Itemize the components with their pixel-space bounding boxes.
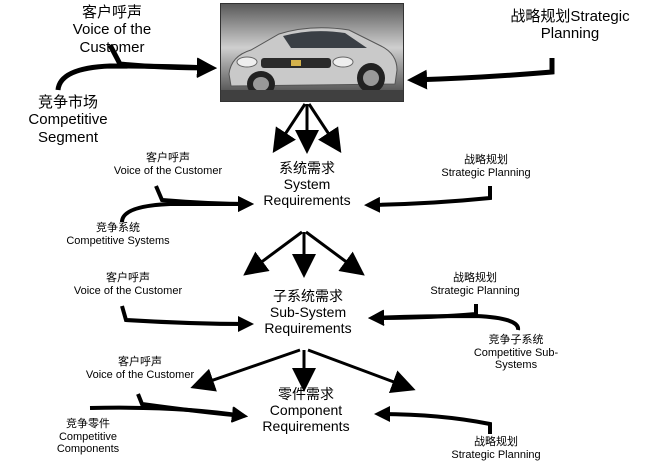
competitive-top-arrow (55, 57, 217, 91)
component-title-en2: Requirements (262, 418, 350, 435)
system-to-subsystem-arrow-right (305, 230, 365, 276)
system-to-subsystem-arrow-left (243, 230, 303, 276)
car-to-system-arrow-left (272, 103, 307, 154)
subsystem-voc-en: Voice of the Customer (73, 284, 183, 297)
car-photo (220, 3, 404, 102)
component-title-zh: 零件需求 (278, 386, 334, 402)
subsystem-competitive-zh: 竞争子系统 (488, 334, 544, 346)
subsystem-strategic-zh: 战略规划 (453, 272, 497, 284)
top-strategic-label: 战略规划Strategic Planning (510, 8, 629, 43)
top-strategic-line1: 战略规划Strategic (510, 8, 630, 25)
top-competitive-zh: 竞争市场 (37, 94, 99, 111)
system-title-zh: 系统需求 (279, 160, 335, 176)
component-competitive-zh: 竞争零件 (66, 418, 110, 430)
system-requirements-node: 系统需求 System Requirements (263, 160, 350, 208)
component-strategic-zh: 战略规划 (474, 436, 518, 448)
subsystem-requirements-node: 子系统需求 Sub-System Requirements (264, 288, 351, 336)
component-requirements-node: 零件需求 Component Requirements (262, 386, 349, 434)
system-competitive-zh: 竞争系统 (96, 222, 140, 234)
component-strategic-en: Strategic Planning (451, 448, 541, 461)
system-voc-en: Voice of the Customer (113, 164, 223, 177)
component-competitive-en2: Components (56, 443, 120, 456)
subsystem-strategic-en: Strategic Planning (430, 284, 520, 297)
voc-system-arrow (154, 185, 254, 212)
system-strategic-zh: 战略规划 (464, 154, 508, 166)
system-strategic-label: 战略规划 Strategic Planning (441, 154, 530, 179)
system-competitive-en: Competitive Systems (66, 234, 170, 247)
component-competitive-en1: Competitive (58, 430, 118, 443)
competitive-system-arrow (120, 196, 254, 223)
subsystem-voc-zh: 客户呼声 (105, 272, 150, 284)
system-voc-zh: 客户呼声 (145, 152, 190, 164)
system-competitive-label: 竞争系统 Competitive Systems (66, 222, 169, 247)
top-voc-label: 客户呼声 Voice of the Customer (73, 4, 151, 56)
system-title-en1: System (283, 176, 331, 193)
system-voc-label: 客户呼声 Voice of the Customer (114, 152, 222, 177)
top-strategic-line2: Planning (540, 25, 600, 43)
subsystem-voc-label: 客户呼声 Voice of the Customer (74, 272, 182, 297)
subsystem-competitive-en1: Competitive Sub- (473, 346, 559, 359)
component-voc-label: 客户呼声 Voice of the Customer (86, 356, 194, 381)
top-voc-zh: 客户呼声 (81, 4, 142, 21)
top-competitive-en1: Competitive (28, 111, 108, 129)
component-voc-zh: 客户呼声 (117, 356, 162, 368)
system-title-en2: Requirements (263, 192, 351, 209)
subsystem-to-component-arrow-left (190, 348, 301, 392)
strategic-top-arrow (407, 58, 555, 90)
competitive-component-arrow (89, 405, 248, 423)
car-illustration (221, 27, 403, 101)
competitive-subsystem-arrow (368, 309, 520, 331)
subsystem-title-zh: 子系统需求 (273, 288, 343, 304)
subsystem-competitive-label: 竞争子系统 Competitive Sub- Systems (474, 334, 558, 372)
subsystem-competitive-en2: Systems (494, 359, 538, 372)
car-to-system-arrow-right (307, 103, 342, 154)
strategic-component-arrow (374, 406, 492, 434)
top-competitive-label: 竞争市场 Competitive Segment (28, 94, 107, 146)
component-title-en1: Component (269, 402, 343, 419)
component-strategic-label: 战略规划 Strategic Planning (451, 436, 540, 461)
subsystem-strategic-label: 战略规划 Strategic Planning (430, 272, 519, 297)
strategic-system-arrow (364, 186, 492, 213)
subsystem-title-en2: Requirements (264, 320, 352, 337)
component-voc-en: Voice of the Customer (85, 368, 195, 381)
top-voc-en1: Voice of the (72, 21, 152, 39)
subsystem-to-component-arrow-right (307, 348, 416, 393)
top-voc-en2: Customer (79, 38, 145, 56)
subsystem-title-en1: Sub-System (269, 304, 347, 321)
top-competitive-en2: Segment (37, 128, 99, 146)
voc-subsystem-arrow (120, 305, 254, 332)
system-strategic-en: Strategic Planning (441, 166, 531, 179)
component-competitive-label: 竞争零件 Competitive Components (57, 418, 119, 456)
